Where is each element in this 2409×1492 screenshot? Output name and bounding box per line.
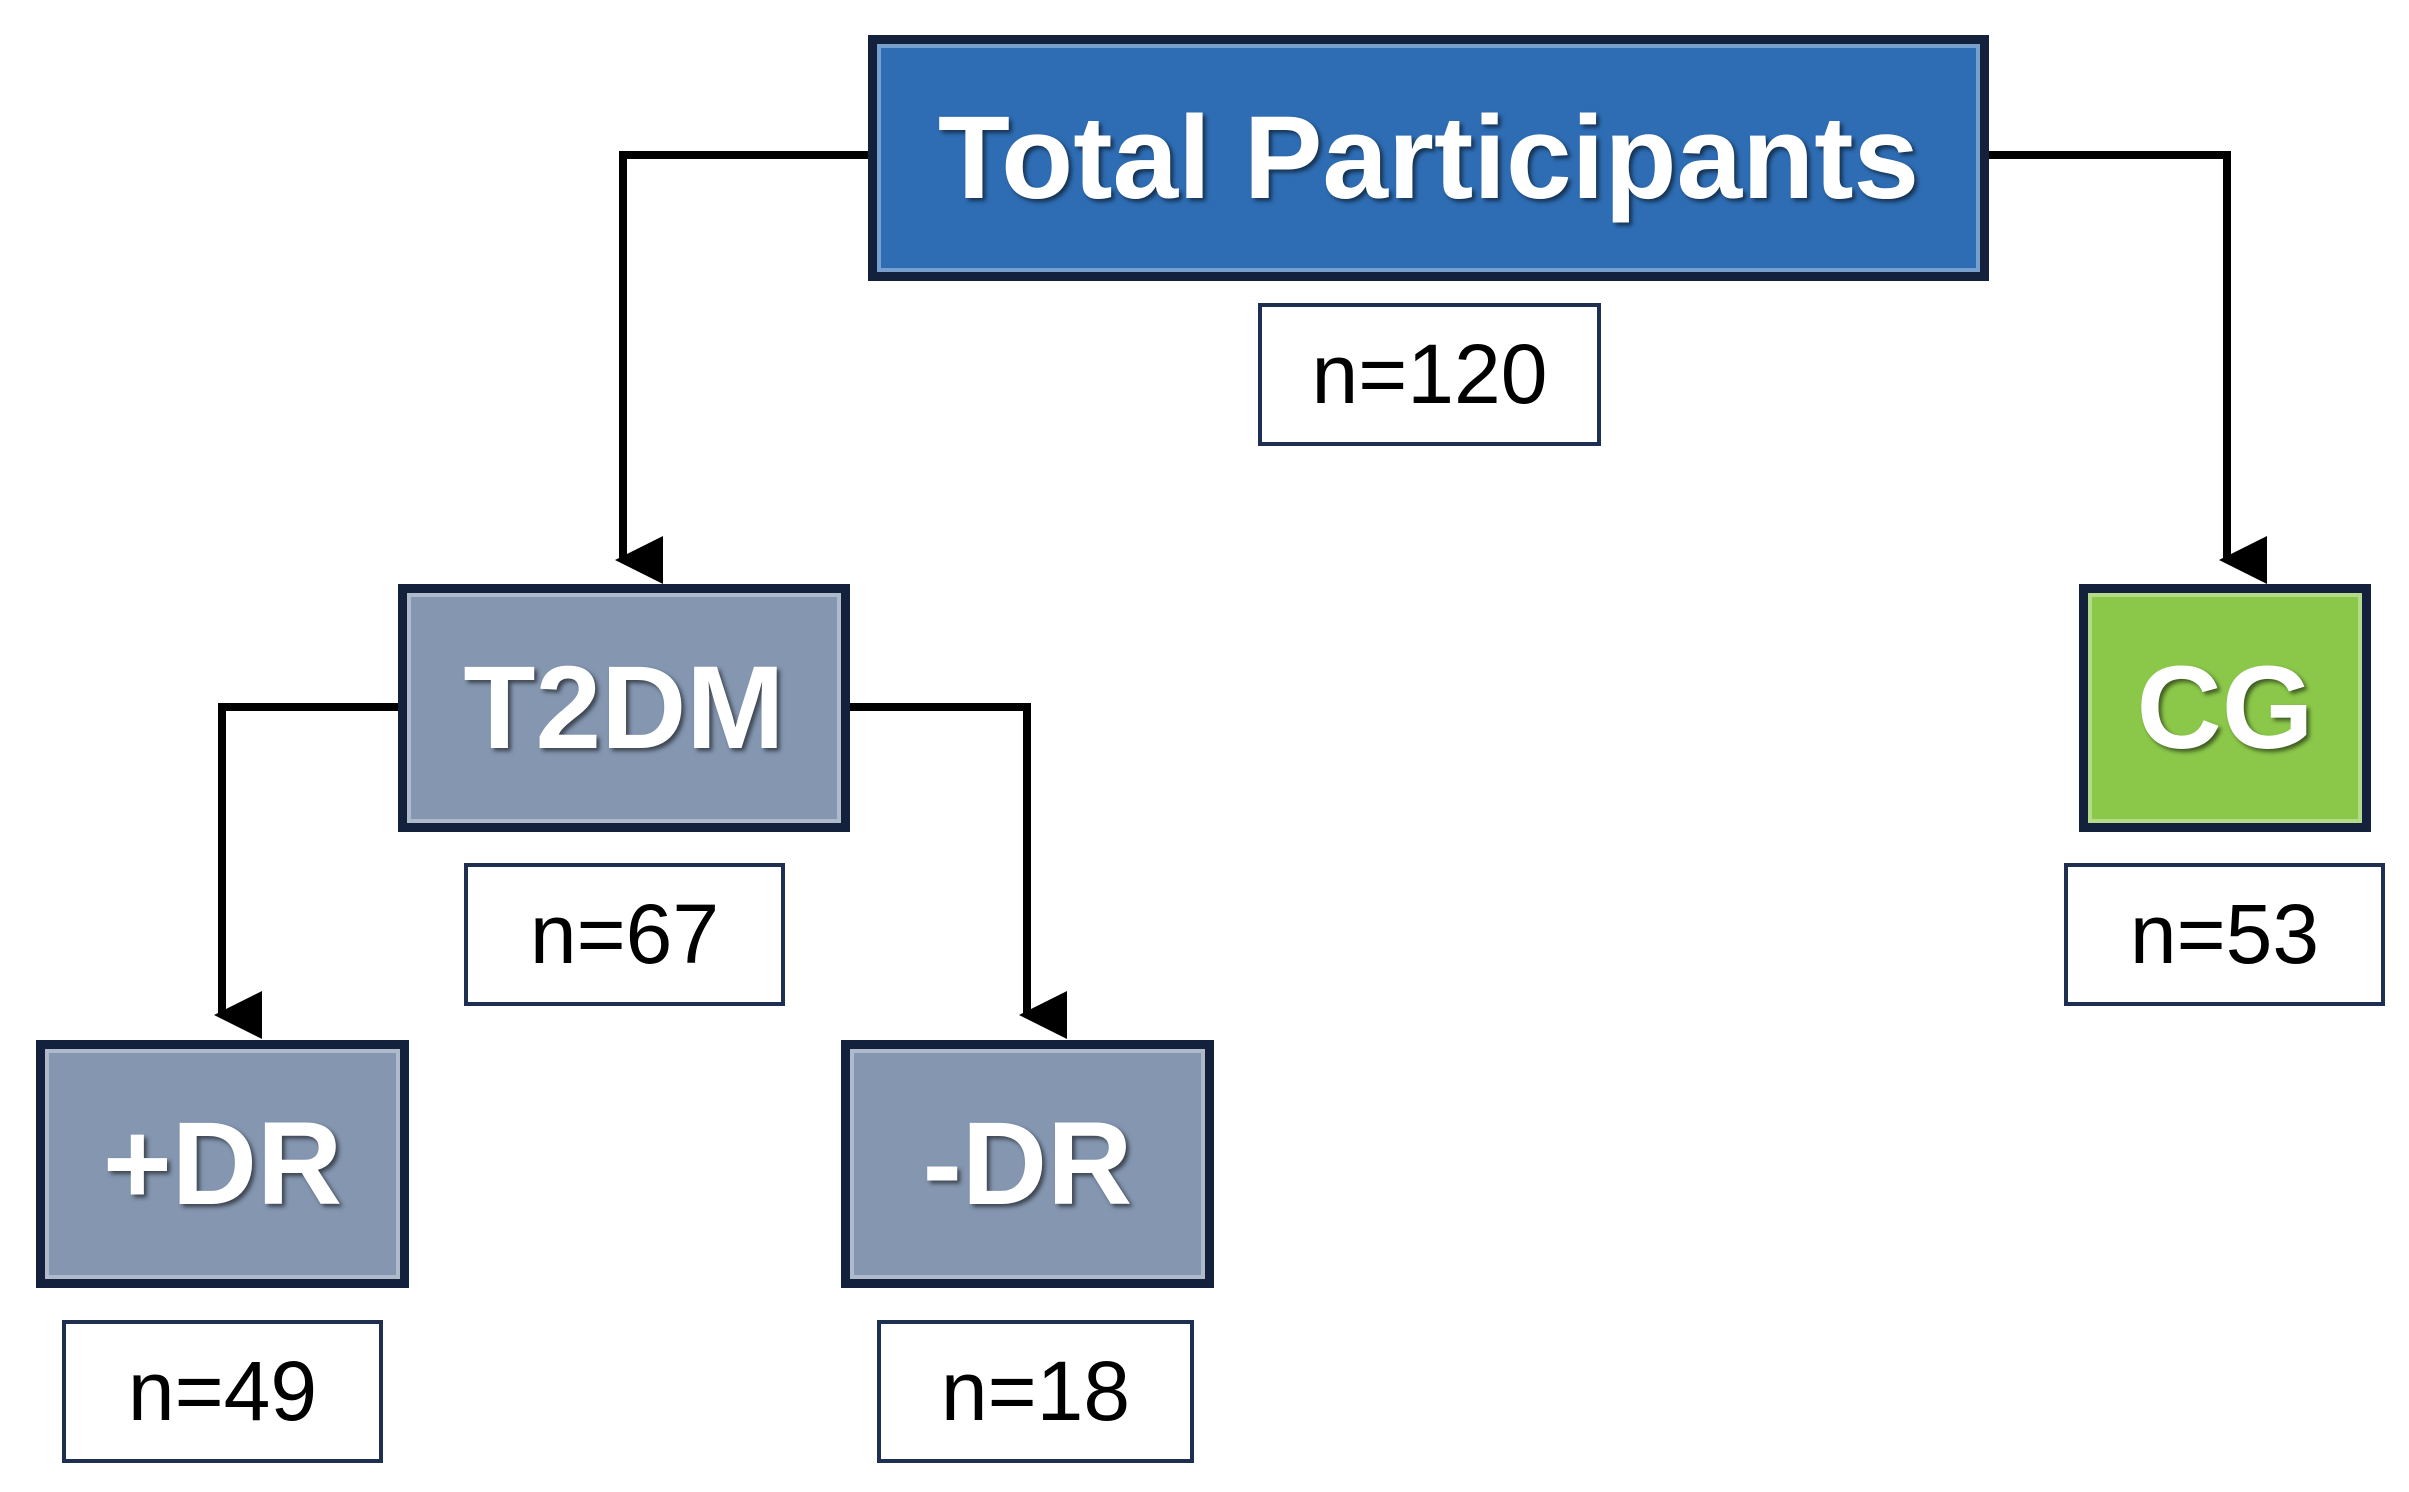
total-participants-count: n=120 bbox=[1258, 303, 1601, 446]
plus-dr-count: n=49 bbox=[62, 1320, 383, 1463]
plus-dr-node: +DR bbox=[36, 1040, 409, 1288]
t2dm-count-text: n=67 bbox=[529, 887, 720, 981]
cg-label: CG bbox=[2136, 642, 2314, 774]
connector-total-to-t2dm bbox=[615, 151, 870, 584]
plus-dr-count-text: n=49 bbox=[127, 1344, 318, 1438]
minus-dr-count: n=18 bbox=[877, 1320, 1194, 1463]
connector-t2dm-to-plus-dr bbox=[214, 703, 400, 1039]
connector-total-to-cg bbox=[1988, 151, 2267, 584]
connector-t2dm-to-minus-dr bbox=[846, 703, 1067, 1039]
cg-count-text: n=53 bbox=[2129, 887, 2320, 981]
total-participants-count-text: n=120 bbox=[1311, 327, 1548, 421]
t2dm-count: n=67 bbox=[464, 863, 785, 1006]
t2dm-label: T2DM bbox=[463, 642, 785, 774]
minus-dr-node: -DR bbox=[841, 1040, 1214, 1288]
t2dm-node: T2DM bbox=[398, 584, 850, 832]
total-participants-label: Total Participants bbox=[937, 92, 1920, 224]
total-participants-node: Total Participants bbox=[868, 35, 1989, 281]
cg-node: CG bbox=[2079, 584, 2371, 832]
plus-dr-label: +DR bbox=[102, 1098, 343, 1230]
minus-dr-label: -DR bbox=[922, 1098, 1133, 1230]
minus-dr-count-text: n=18 bbox=[940, 1344, 1131, 1438]
cg-count: n=53 bbox=[2064, 863, 2385, 1006]
